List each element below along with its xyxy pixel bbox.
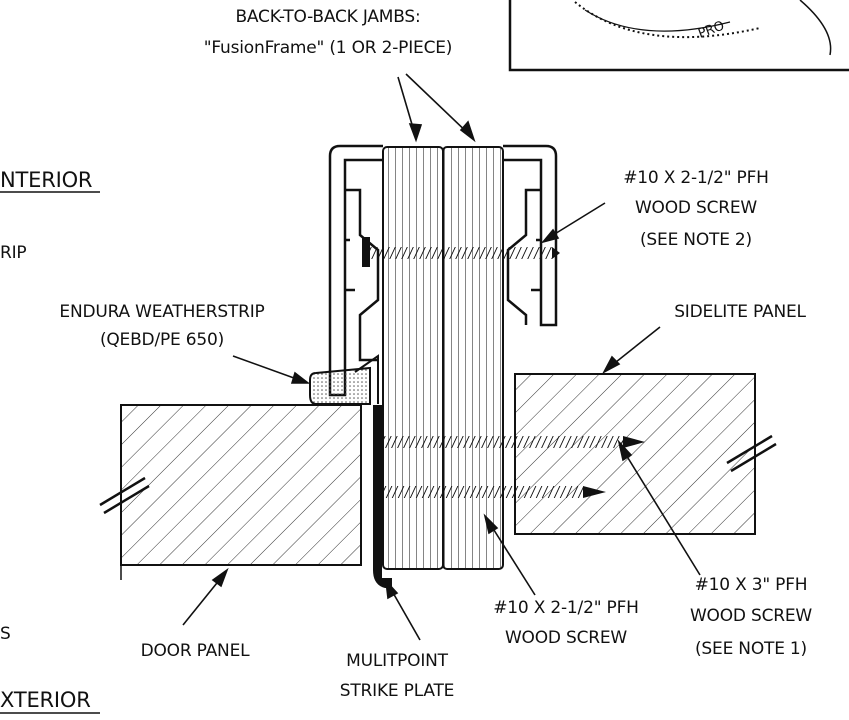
weatherstrip-label-2: (QEBD/PE 650) [100,330,224,350]
strike-plate-label-2: STRIKE PLATE [340,681,454,701]
screw-mid-label-2: WOOD SCREW [505,628,627,648]
sidelite-label: SIDELITE PANEL [674,302,806,322]
strike-plate [373,405,392,588]
break-line-left [99,476,146,507]
screw-mid-label-1: #10 X 2-1/2" PFH [493,598,638,618]
screw-top-label-2: WOOD SCREW [635,198,757,218]
screw-right-label-1: #10 X 3" PFH [695,575,808,595]
leader-lines [182,73,701,641]
door-panel [99,404,362,580]
weatherstrip [309,354,379,405]
jambs-label-line2: "FusionFrame" (1 OR 2-PIECE) [204,38,452,58]
left-cut-label-top: RIP [0,243,26,263]
screw-middle-long [378,432,645,452]
sidelite-panel [514,373,777,535]
exterior-label: XTERIOR [0,688,91,712]
stamp-text: PRO [696,19,726,42]
screw-right-label-3: (SEE NOTE 1) [695,639,807,659]
interior-label: NTERIOR [0,168,92,192]
weatherstrip-label-1: ENDURA WEATHERSTRIP [59,302,264,322]
engineer-stamp: PRO [508,0,849,72]
screw-right-label-2: WOOD SCREW [690,606,812,626]
wood-jambs [382,146,504,570]
screw-top-label-3: (SEE NOTE 2) [640,230,752,250]
jambs-label-line1: BACK-TO-BACK JAMBS: [235,7,420,27]
screw-top-label-1: #10 X 2-1/2" PFH [623,168,768,188]
break-line-right [726,434,773,465]
left-cut-label-bottom: S [0,624,11,644]
strike-plate-label-1: MULITPOINT [346,651,449,671]
door-panel-label: DOOR PANEL [141,641,251,661]
screw-middle-short [378,482,606,502]
screw-top [362,237,560,267]
